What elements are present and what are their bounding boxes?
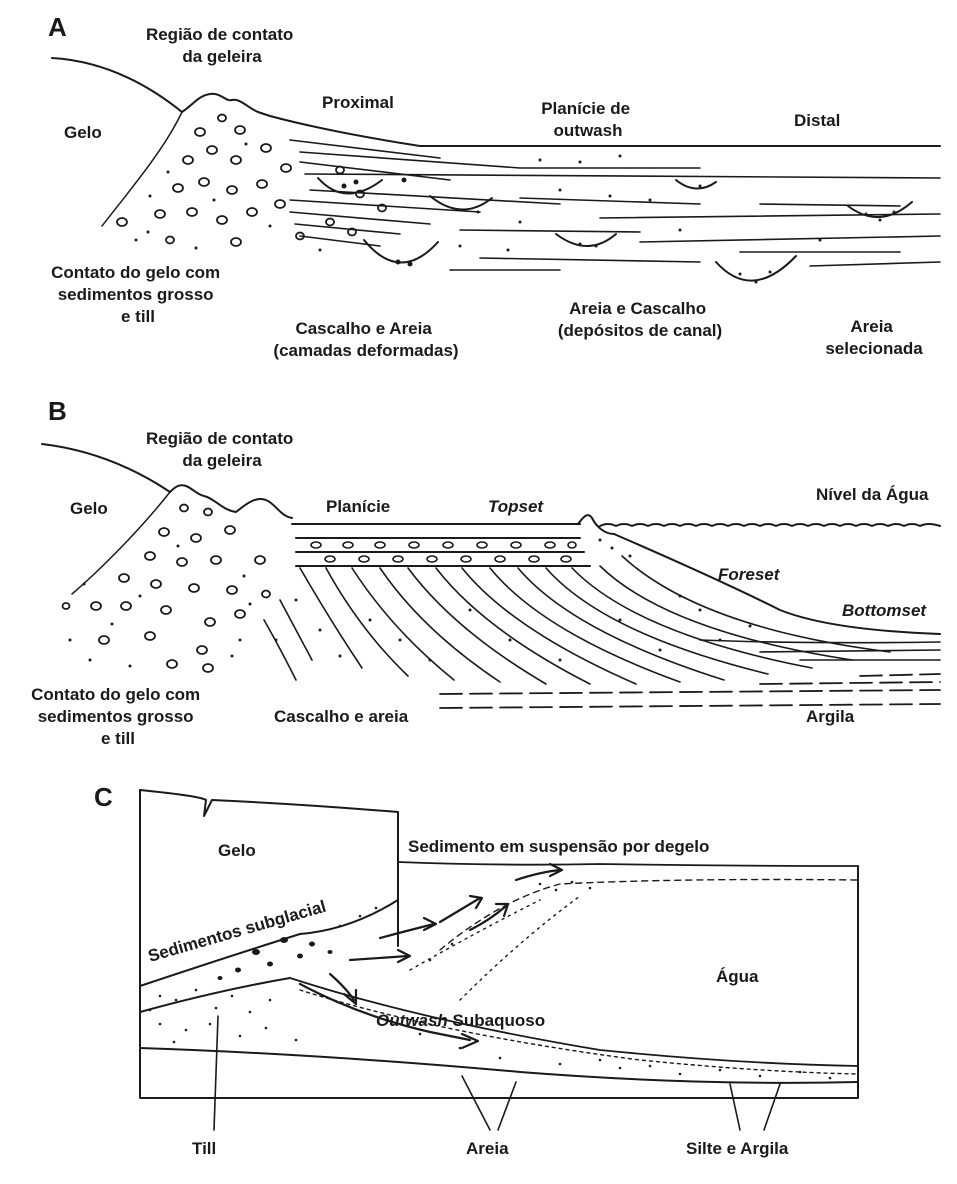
panel-b-plain-label: Planície [326, 497, 390, 516]
panel-c-suspended-label: Sedimento em suspensão por degelo [408, 837, 709, 856]
panel-c-plume-top [440, 880, 858, 951]
panel-a-ice-label: Gelo [64, 123, 102, 142]
panel-a-proximal-label: Proximal [322, 93, 394, 112]
panel-a: A [48, 12, 940, 360]
panel-a-dots [135, 143, 896, 284]
panel-a-sorted-sand-label: Areia selecionada [825, 317, 923, 358]
panel-b-gravel-sand-label: Cascalho e areia [274, 707, 409, 726]
panel-c: C [94, 782, 858, 1158]
panel-c-subglacial-bottom [140, 978, 290, 1012]
panel-b-contact-region-label: Região de contato da geleira [146, 429, 298, 470]
panel-c-water-surface [398, 862, 858, 866]
panel-b-clay-label: Argila [806, 707, 855, 726]
panel-a-moraine [182, 94, 270, 116]
panel-c-pointers [214, 1016, 780, 1130]
panel-a-ice-contact-label: Contato do gelo com sedimentos grosso e … [51, 263, 225, 326]
panel-b-clay-layers [440, 674, 940, 708]
panel-a-gravel-clasts [117, 115, 386, 247]
panel-c-ice-label: Gelo [218, 841, 256, 860]
panel-b-water-level-label: Nível da Água [816, 485, 929, 504]
panel-b-letter: B [48, 396, 67, 426]
panel-a-gravel-sand-label: Cascalho e Areia (camadas deformadas) [273, 319, 458, 360]
panel-c-plume-low [460, 896, 580, 1000]
panel-c-silt-clay-label: Silte e Argila [686, 1139, 789, 1158]
panel-a-strata [290, 140, 940, 270]
panel-c-clasts [218, 937, 333, 980]
panel-a-distal-label: Distal [794, 111, 840, 130]
panel-c-water-label: Água [716, 967, 759, 986]
panel-a-sand-gravel-label: Areia e Cascalho (depósitos de canal) [558, 299, 722, 340]
panel-c-till-base [140, 1048, 858, 1083]
panel-b-ice-label: Gelo [70, 499, 108, 518]
panel-a-contact-region-label: Região de contato da geleira [146, 25, 298, 66]
panel-a-outwash-plain-label: Planície de outwash [541, 99, 635, 140]
panel-b-foreset-label: Foreset [718, 565, 781, 584]
panel-a-letter: A [48, 12, 67, 42]
panel-c-ice-top [140, 790, 398, 816]
panel-a-ice-surface [52, 58, 182, 112]
panel-b-moraine [170, 485, 292, 518]
panel-b-foreset-beds [264, 556, 890, 684]
panel-b-gravel-clasts [63, 505, 271, 673]
panel-b-ice-contact-label: Contato do gelo com sedimentos grosso e … [31, 685, 205, 748]
panel-c-outwash-label: Outwash Subaquoso [376, 1011, 545, 1030]
panel-b-dots [69, 539, 752, 668]
panel-b-topset [292, 515, 614, 566]
panel-b-topset-label: Topset [488, 497, 544, 516]
panel-a-moraine-slope [102, 112, 182, 226]
panel-b-bottomset-label: Bottomset [842, 601, 927, 620]
panel-b: B [31, 396, 940, 748]
panel-c-sand-label: Areia [466, 1139, 509, 1158]
panel-c-letter: C [94, 782, 113, 812]
panel-c-till-label: Till [192, 1139, 216, 1158]
panel-b-ice-surface [42, 444, 170, 492]
panel-b-water-line [600, 524, 940, 526]
